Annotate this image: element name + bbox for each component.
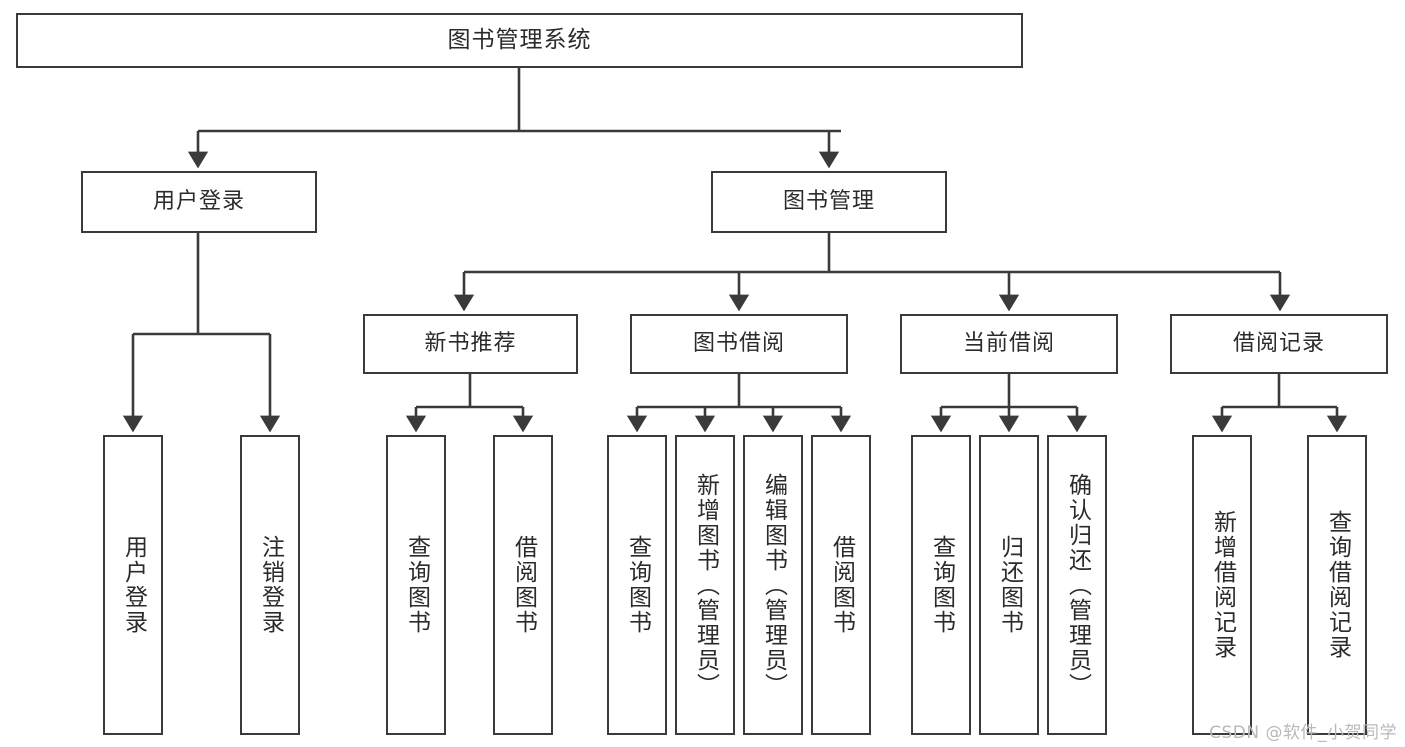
csdn-watermark: CSDN @软件_小贺同学 [1209,723,1397,743]
leaf-node-add-book-admin[interactable]: 新增图书（管理员） [675,435,735,735]
node-label: 确认归还（管理员） [1064,472,1091,698]
node-label: 新增图书（管理员） [692,472,719,698]
leaf-node-query-borrow-record[interactable]: 查询借阅记录 [1307,435,1367,735]
node-label: 编辑图书（管理员） [760,472,787,698]
node-user-login[interactable]: 用户登录 [81,171,317,233]
node-new-book-recommend[interactable]: 新书推荐 [363,314,578,374]
node-label: 用户登录 [120,535,147,635]
node-label: 当前借阅 [962,330,1055,356]
leaf-node-borrow-book-recommend[interactable]: 借阅图书 [493,435,553,735]
node-label: 借阅图书 [828,535,855,635]
node-label: 新书推荐 [424,330,517,356]
leaf-node-user-login[interactable]: 用户登录 [103,435,163,735]
leaf-node-confirm-return-admin[interactable]: 确认归还（管理员） [1047,435,1107,735]
node-label: 借阅图书 [510,535,537,635]
node-label: 用户登录 [152,188,245,214]
leaf-node-query-book-recommend[interactable]: 查询图书 [386,435,446,735]
node-label: 图书管理系统 [447,26,592,53]
leaf-node-query-book-current[interactable]: 查询图书 [911,435,971,735]
leaf-node-edit-book-admin[interactable]: 编辑图书（管理员） [743,435,803,735]
leaf-node-query-book-borrow[interactable]: 查询图书 [607,435,667,735]
leaf-node-logout[interactable]: 注销登录 [240,435,300,735]
node-book-borrow[interactable]: 图书借阅 [630,314,848,374]
node-label: 查询图书 [403,535,430,635]
node-label: 归还图书 [996,535,1023,635]
node-label: 查询图书 [624,535,651,635]
node-label: 查询图书 [928,535,955,635]
node-current-borrow[interactable]: 当前借阅 [900,314,1118,374]
leaf-node-borrow-book[interactable]: 借阅图书 [811,435,871,735]
node-label: 借阅记录 [1232,330,1325,356]
node-root-book-management-system[interactable]: 图书管理系统 [16,13,1023,68]
node-label: 新增借阅记录 [1209,510,1236,660]
node-label: 查询借阅记录 [1324,510,1351,660]
node-label: 图书借阅 [692,330,785,356]
node-borrow-record[interactable]: 借阅记录 [1170,314,1388,374]
node-book-management[interactable]: 图书管理 [711,171,947,233]
leaf-node-return-book[interactable]: 归还图书 [979,435,1039,735]
node-label: 图书管理 [782,188,875,214]
leaf-node-add-borrow-record[interactable]: 新增借阅记录 [1192,435,1252,735]
node-label: 注销登录 [257,535,284,635]
